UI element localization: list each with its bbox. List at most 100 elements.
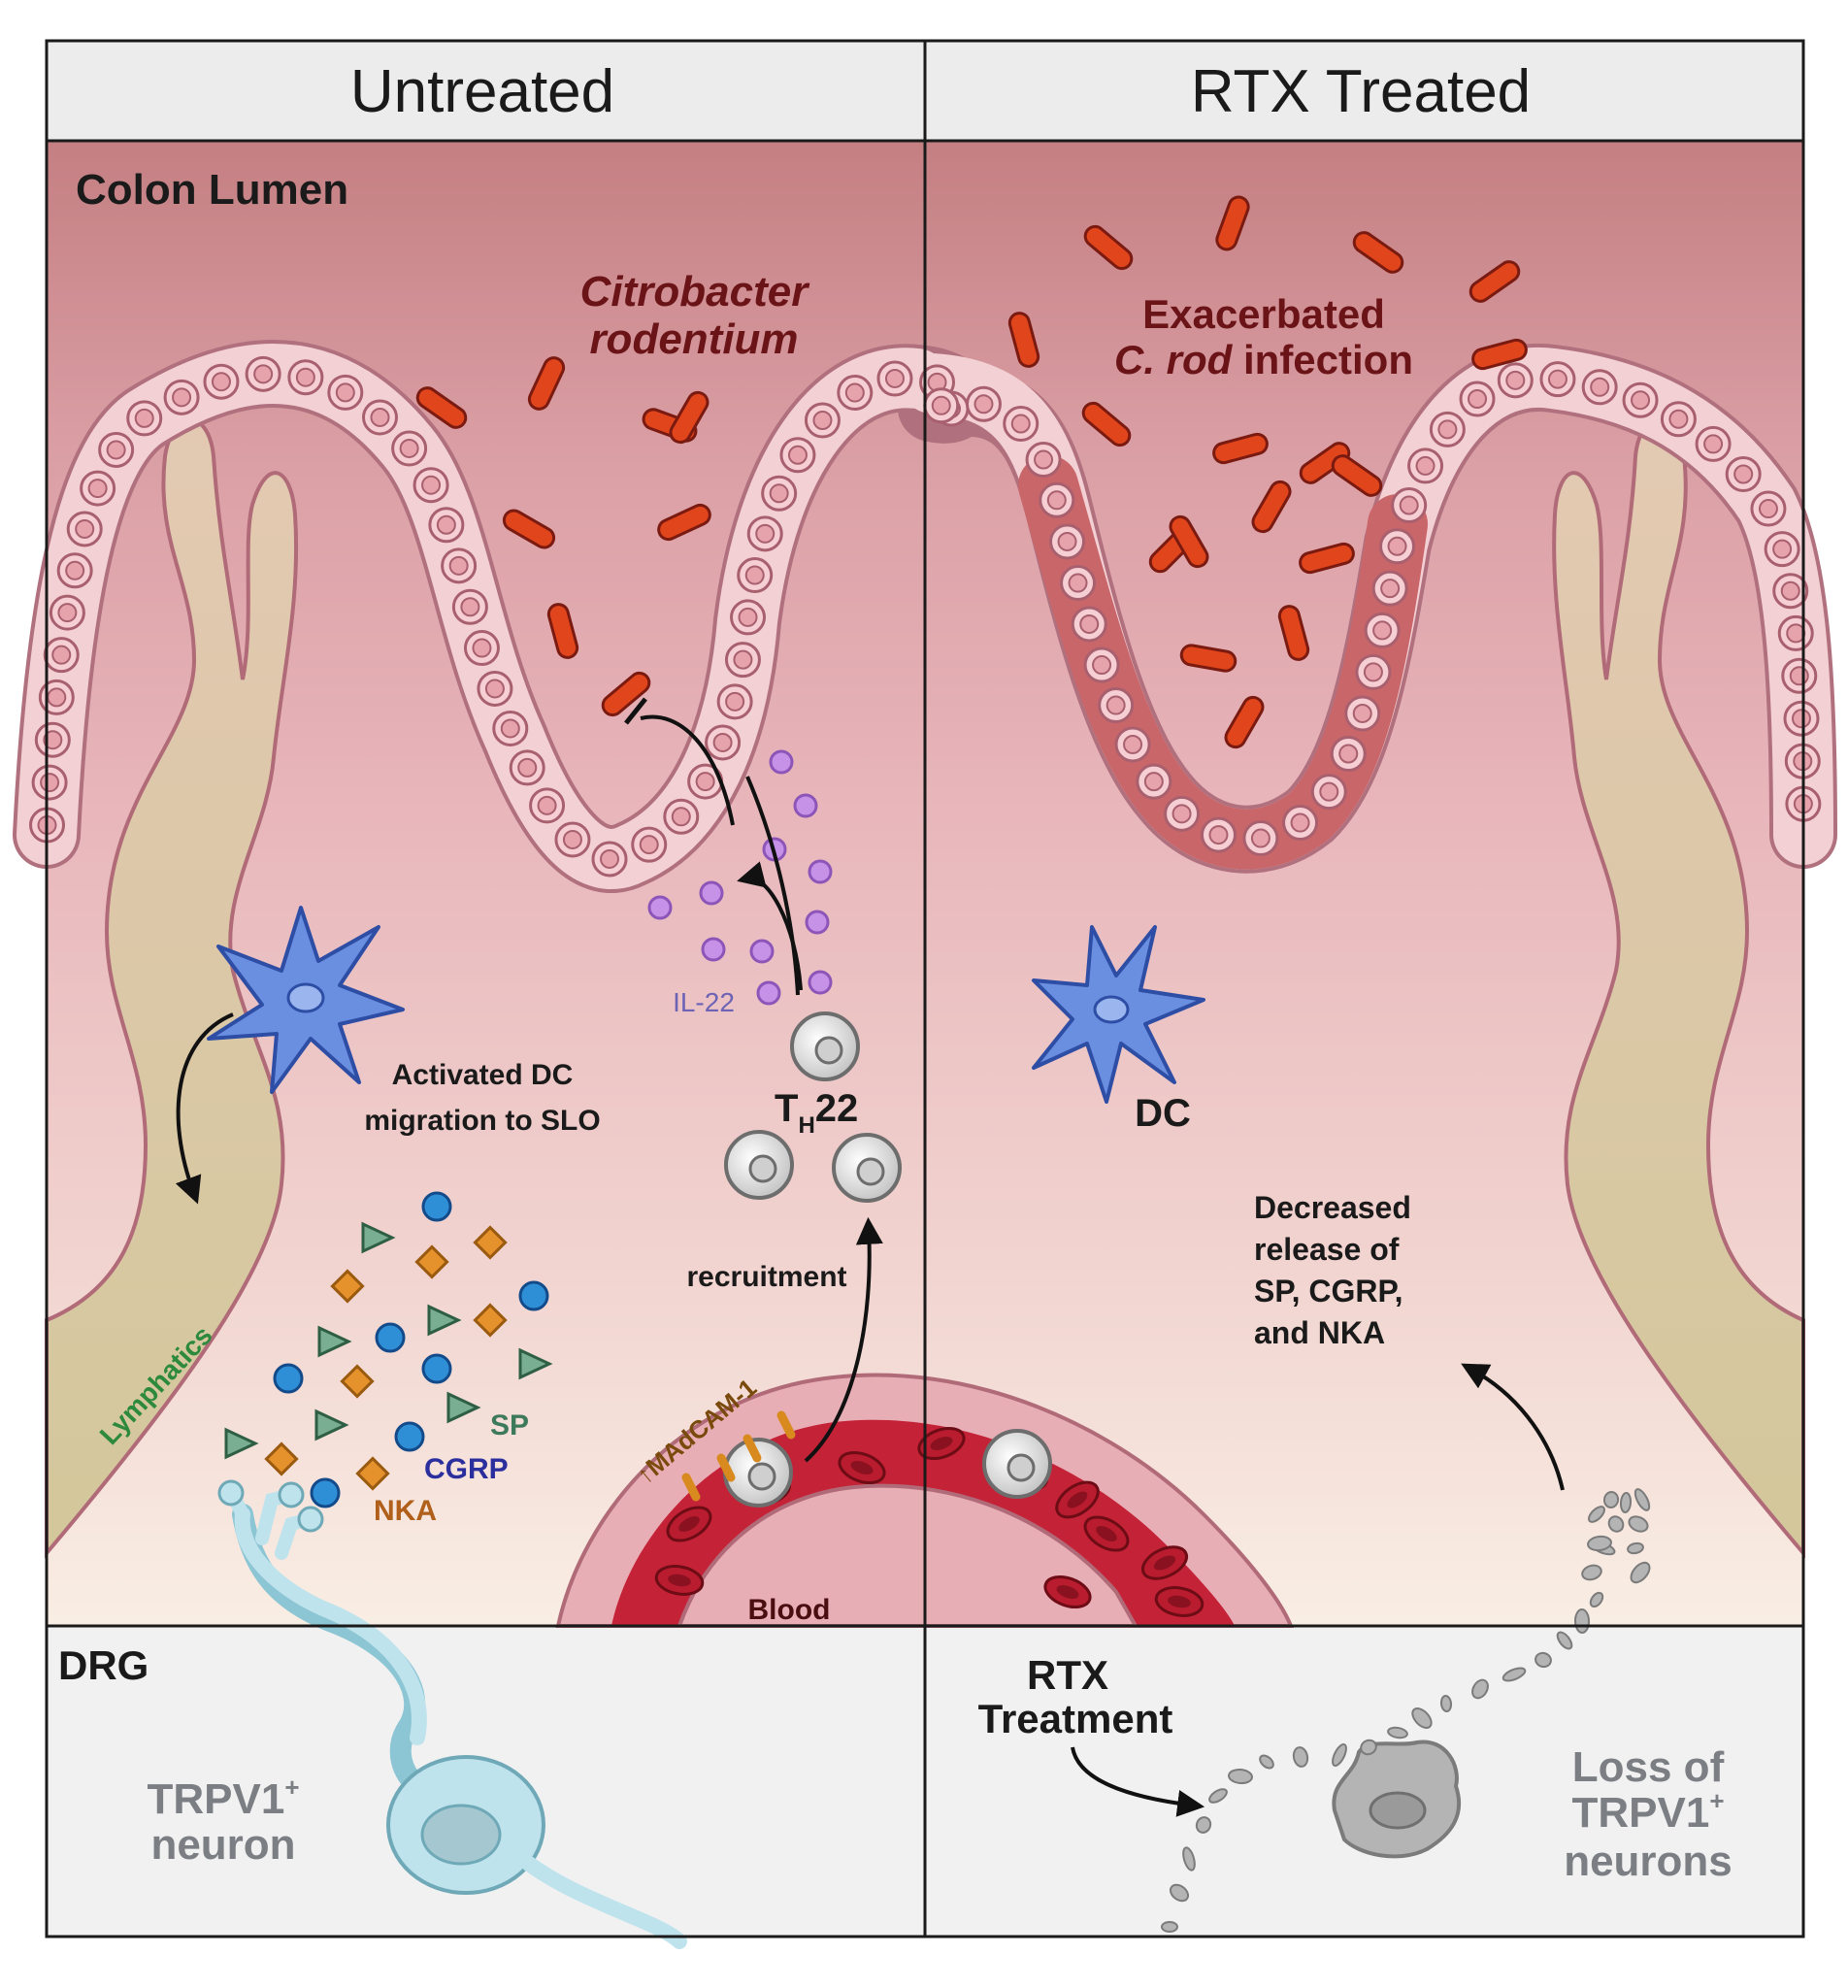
t-cell-nucleus <box>814 1036 843 1065</box>
epithelial-nucleus <box>1057 531 1077 551</box>
loss-line3: neurons <box>1564 1838 1732 1885</box>
neuron-fragment <box>1161 1921 1178 1933</box>
t-cell-nucleus <box>1006 1453 1036 1482</box>
t-cell-nucleus <box>748 1154 777 1183</box>
bacterium <box>657 503 711 542</box>
neuron-fragment <box>1332 1742 1347 1768</box>
header-right: RTX Treated <box>1191 58 1531 125</box>
epithelial-nucleus <box>335 382 355 403</box>
epithelial-nucleus <box>1046 490 1067 511</box>
t-cell-nucleus <box>856 1157 885 1186</box>
epithelial-nucleus <box>1380 579 1401 599</box>
epithelial-nucleus <box>47 687 67 708</box>
neuron-fragment <box>1619 1492 1633 1513</box>
epithelial-nucleus <box>472 638 492 658</box>
epithelial-nucleus <box>1290 812 1310 833</box>
epithelial-nucleus <box>744 565 765 585</box>
epithelial-nucleus <box>1789 666 1809 686</box>
epithelial-nucleus <box>1668 409 1689 429</box>
cgrp-molecule <box>375 1322 406 1353</box>
decreased-line2: release of <box>1254 1232 1400 1267</box>
epithelial-nucleus <box>639 835 659 855</box>
epithelial-nucleus <box>787 445 808 465</box>
cgrp-label: CGRP <box>424 1453 509 1485</box>
bacterium <box>1277 605 1310 661</box>
epithelial-nucleus <box>931 395 951 415</box>
epithelial-nucleus <box>738 607 758 627</box>
epithelial-nucleus <box>1468 389 1488 410</box>
epithelial-nucleus <box>1399 495 1419 515</box>
bacterium <box>1331 454 1383 497</box>
epithelial-nucleus <box>43 730 63 750</box>
bacteria-label-line2: rodentium <box>589 315 798 363</box>
infection-italic: C. rod <box>1114 337 1234 382</box>
epithelial-nucleus <box>87 479 108 499</box>
red-blood-cell-center <box>668 1574 691 1587</box>
red-blood-cell-center <box>1056 1585 1079 1599</box>
epithelial-nucleus <box>1143 772 1164 792</box>
decreased-line4: and NKA <box>1254 1315 1385 1350</box>
bacterium <box>1299 442 1351 484</box>
madcam-marker <box>716 1453 736 1482</box>
loss-line1: Loss of <box>1572 1743 1725 1791</box>
epithelial-nucleus <box>57 603 78 623</box>
red-blood-cell-center <box>1067 1491 1088 1508</box>
cgrp-molecule <box>421 1353 452 1384</box>
epithelial-nucleus <box>517 757 538 778</box>
epithelial-nucleus <box>1208 825 1229 845</box>
il22-molecule <box>647 895 673 920</box>
epithelial-nucleus <box>295 367 315 387</box>
cgrp-molecule <box>310 1477 341 1508</box>
neuron-fragment <box>1634 1488 1651 1511</box>
epithelial-nucleus <box>884 368 905 388</box>
drg-label: DRG <box>58 1642 148 1688</box>
bacterium <box>1081 401 1132 447</box>
epithelial-nucleus <box>399 438 419 458</box>
neuron-fragment <box>1589 1591 1604 1608</box>
epithelial-nucleus <box>844 382 865 403</box>
epithelial-nuclei <box>29 355 1822 878</box>
neuron-fragment <box>1259 1754 1274 1770</box>
epithelial-nucleus <box>1250 828 1270 848</box>
il22-molecule <box>769 749 794 775</box>
lymphatic-vessel-right <box>1552 417 1805 1559</box>
epithelial-nucleus <box>1780 580 1800 601</box>
lymphatic-vessel-left <box>45 417 299 1559</box>
bacterium <box>527 356 566 411</box>
il22-molecule <box>805 910 830 935</box>
red-blood-cell-center <box>678 1516 700 1532</box>
neuron-fragment <box>1387 1726 1408 1740</box>
recruitment-label: recruitment <box>686 1261 846 1293</box>
th22-sub: H <box>798 1112 814 1139</box>
bacterium <box>415 386 468 429</box>
epithelial-nucleus <box>695 772 715 792</box>
bacterium <box>1251 480 1292 534</box>
neuron-fragment <box>1534 1651 1552 1669</box>
madcam-marker <box>742 1434 762 1463</box>
epithelial-nucleus <box>1010 414 1031 434</box>
infection-label-line1: Exacerbated <box>1142 291 1385 337</box>
nka-molecule <box>264 1441 299 1476</box>
epithelial-nucleus <box>370 407 390 427</box>
nka-label: NKA <box>374 1495 437 1527</box>
bacterium <box>1007 312 1040 368</box>
rtx-line2: Treatment <box>978 1696 1173 1741</box>
epithelial-nucleus <box>1772 539 1793 559</box>
colon-lumen-label: Colon Lumen <box>76 166 348 214</box>
epithelial-nucleus <box>1703 434 1724 454</box>
neuron-fragment <box>1607 1515 1625 1533</box>
epithelial-nucleus <box>421 475 442 495</box>
epithelial-nucleus <box>671 807 691 827</box>
epithelial-nucleus <box>1092 655 1112 676</box>
neuron-label-line2: neuron <box>150 1821 295 1869</box>
cgrp-molecule <box>518 1280 549 1311</box>
epithelial-nucleus <box>1034 449 1054 470</box>
sp-molecule <box>361 1221 396 1254</box>
dendritic-cell-left <box>207 906 405 1094</box>
il22-molecule <box>793 793 818 818</box>
neuron-fragment <box>1588 1506 1605 1523</box>
bacterium <box>546 603 579 659</box>
il22-molecule <box>808 859 833 884</box>
th22-num: 22 <box>815 1087 859 1130</box>
